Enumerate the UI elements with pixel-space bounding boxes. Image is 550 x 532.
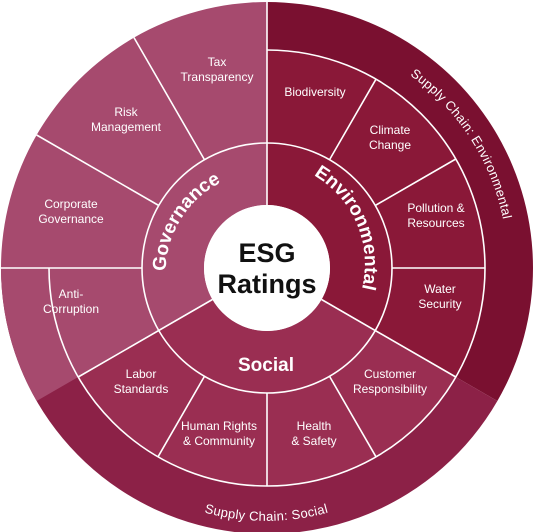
supply-chain-environmental-band	[267, 2, 533, 401]
center-title-line1: ESG	[238, 238, 295, 268]
governance-pillar-ring	[142, 143, 267, 331]
environmental-sector	[267, 50, 485, 377]
center-title-line2: Ratings	[217, 269, 316, 299]
separator-lines	[1, 2, 486, 487]
environmental-item-label: Biodiversity	[284, 85, 345, 99]
supply-chain-social-band	[1, 268, 498, 532]
social-pillar-label: Social	[238, 355, 294, 376]
social-pillar-ring	[158, 299, 376, 393]
governance-item-label: Anti-Corruption	[43, 287, 99, 316]
social-item-label: Human Rights& Community	[181, 419, 257, 448]
governance-sector	[0, 2, 267, 401]
social-item-label: Health& Safety	[291, 419, 336, 448]
environmental-pillar-ring	[267, 143, 392, 331]
center-circle	[204, 205, 330, 331]
environmental-item-label: Pollution &Resources	[407, 201, 464, 230]
